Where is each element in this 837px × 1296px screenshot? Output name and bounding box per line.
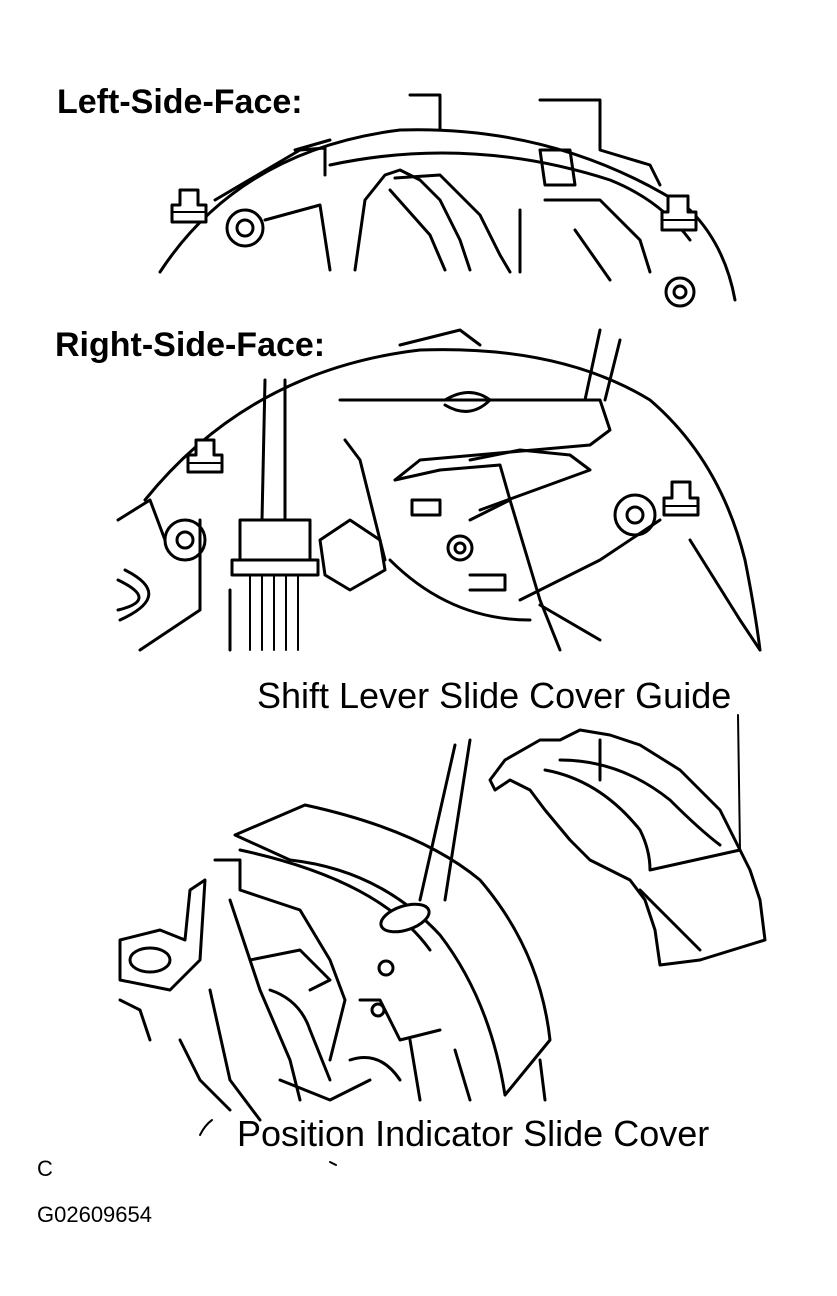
shift-lever-slide-cover-guide-label: Shift Lever Slide Cover Guide (257, 675, 731, 716)
shift-lever (379, 738, 472, 934)
bolt-hole-icon (446, 534, 474, 562)
shift-base-assembly (118, 858, 547, 1122)
clip-icon (660, 194, 698, 232)
position-indicator-slide-cover-label: Position Indicator Slide Cover (237, 1113, 709, 1154)
right-housing-outer-arc (143, 348, 762, 652)
position-indicator-slide-cover-part (233, 803, 552, 1097)
figure-code: G02609654 (37, 1202, 152, 1227)
clip-icon (662, 480, 700, 517)
bolt-hole-icon (664, 276, 696, 308)
leader-line-cover-guide (737, 714, 741, 851)
bolt-hole-icon (225, 208, 265, 248)
view-letter: C (37, 1156, 53, 1181)
right-side-face-view (116, 328, 762, 652)
clip-icon (170, 188, 208, 224)
right-side-face-label: Right-Side-Face: (55, 326, 325, 364)
left-housing-outer-arc (158, 128, 737, 302)
left-side-face-label: Left-Side-Face: (57, 83, 303, 121)
clip-icon (186, 438, 224, 474)
shift-lever-slide-cover-guide-part (488, 728, 767, 967)
left-side-face-view (158, 93, 737, 308)
bolt-hole-icon (163, 518, 207, 562)
